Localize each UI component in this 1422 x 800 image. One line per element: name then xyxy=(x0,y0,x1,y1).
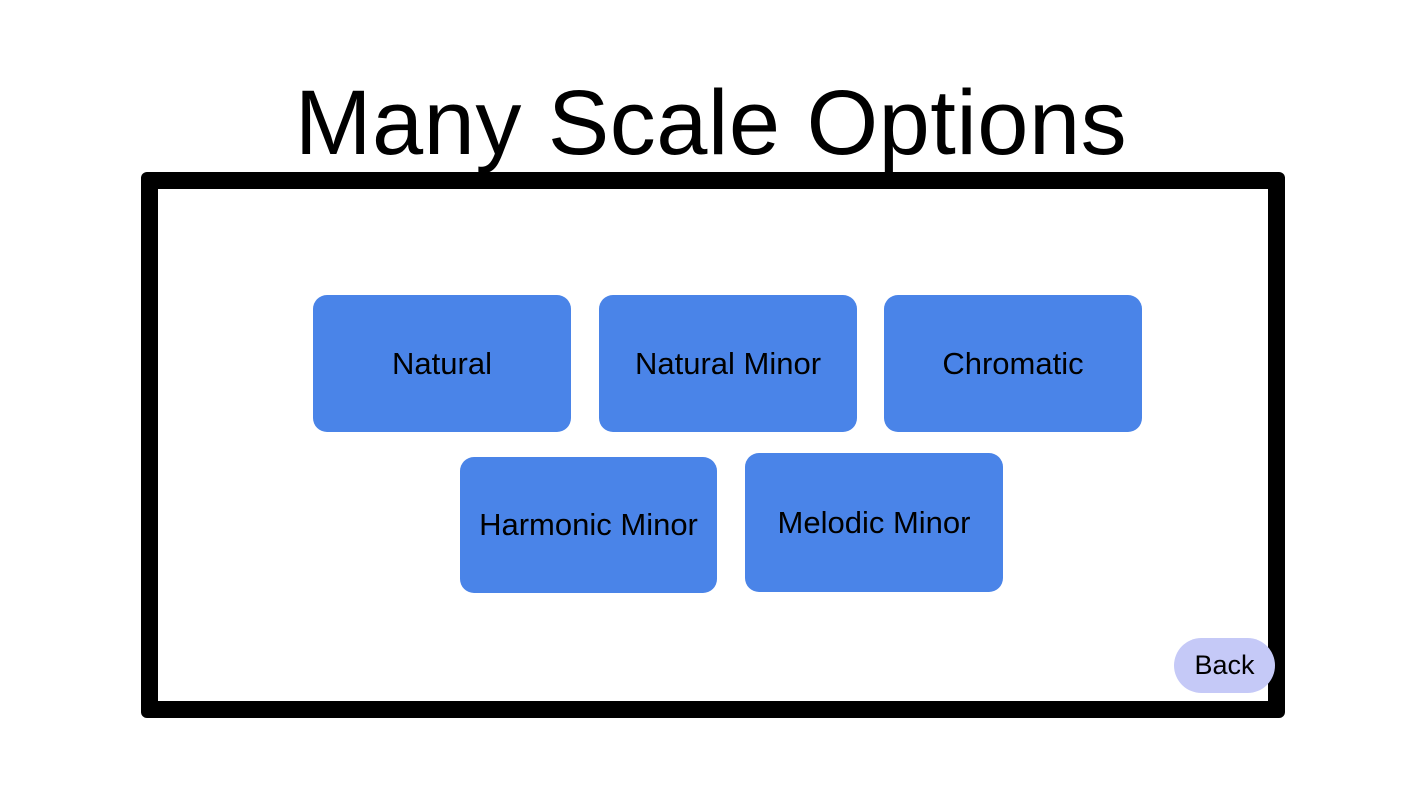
scale-button-label: Natural xyxy=(392,345,492,381)
page-title: Many Scale Options xyxy=(294,71,1128,174)
scale-button-label: Chromatic xyxy=(942,345,1084,381)
scale-button-melodic-minor[interactable]: Melodic Minor xyxy=(745,453,1003,592)
scale-button-natural-minor[interactable]: Natural Minor xyxy=(599,295,857,432)
panel-frame: Natural Natural Minor Chromatic Harmonic… xyxy=(141,172,1285,718)
scale-button-label: Melodic Minor xyxy=(777,504,971,540)
scale-button-natural[interactable]: Natural xyxy=(313,295,571,432)
panel-inner: Natural Natural Minor Chromatic Harmonic… xyxy=(158,189,1275,701)
scale-button-harmonic-minor[interactable]: Harmonic Minor xyxy=(460,457,717,593)
back-button[interactable]: Back xyxy=(1174,638,1275,693)
scale-button-label: Natural Minor xyxy=(634,345,822,381)
scale-button-label: Harmonic Minor xyxy=(479,507,698,542)
scale-button-chromatic[interactable]: Chromatic xyxy=(884,295,1142,432)
